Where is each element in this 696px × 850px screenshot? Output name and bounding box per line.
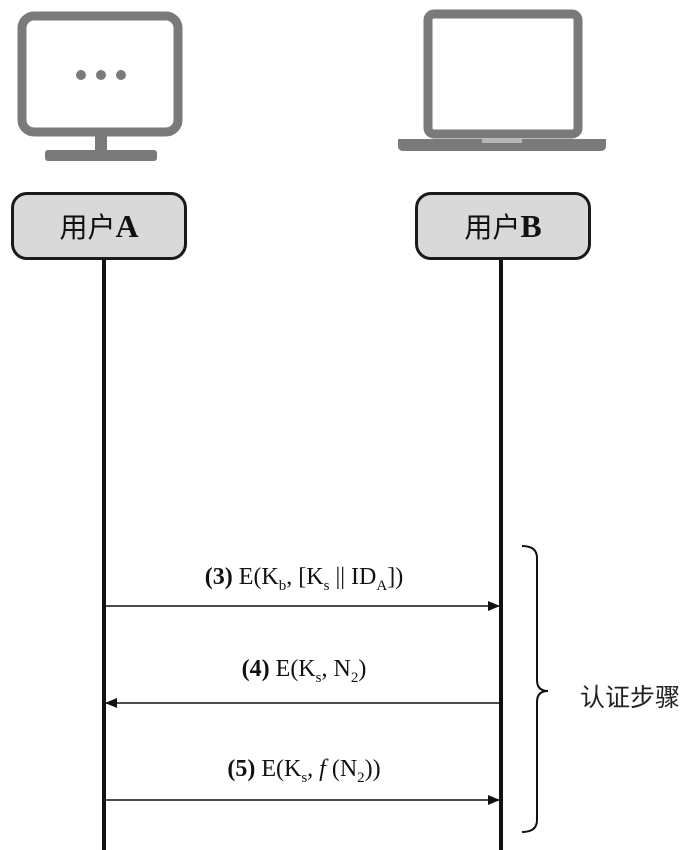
laptop-icon [398, 9, 606, 151]
step-number: (4) [241, 656, 270, 682]
step-number: (3) [204, 564, 233, 590]
actor-a-name: 用户 [59, 211, 116, 244]
message-text: E(Kb, [Ks || IDA]) [238, 564, 404, 594]
auth-steps-label: 认证步骤 [580, 683, 681, 712]
step-number: (5) [227, 756, 256, 782]
actor-a-letter: A [115, 207, 139, 244]
message-text: E(Ks, f (N2)) [261, 756, 381, 786]
message-text: E(Ks, N2) [275, 656, 367, 686]
actor-b-letter: B [520, 207, 542, 244]
auth-bracket [521, 545, 549, 833]
message-label-3: (3) E(Kb, [Ks || IDA]) [204, 564, 404, 594]
actor-b-name: 用户 [464, 211, 521, 244]
message-label-4: (4) E(Ks, N2) [241, 656, 367, 686]
message-label-5: (5) E(Ks, f (N2)) [227, 756, 381, 786]
desktop-monitor-icon [17, 11, 183, 161]
